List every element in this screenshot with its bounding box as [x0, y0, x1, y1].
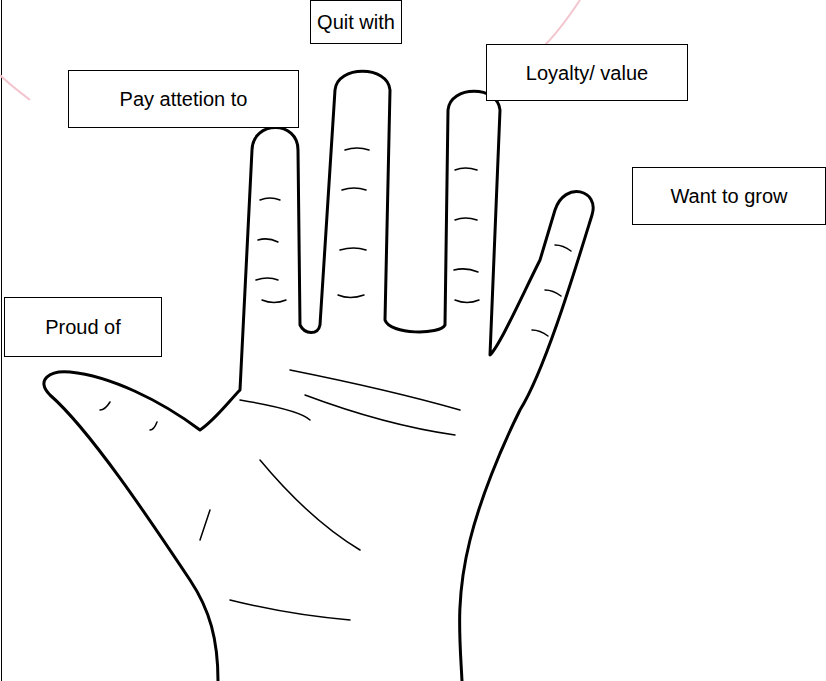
watermark-arc [0, 75, 30, 100]
box-label: Want to grow [670, 184, 787, 208]
hand-outline [44, 71, 593, 681]
box-label: Proud of [45, 315, 121, 339]
watermark-arc [545, 0, 580, 45]
hand-creases [100, 148, 571, 620]
frame-line [1, 0, 2, 681]
box-label: Quit with [317, 10, 395, 34]
box-label: Loyalty/ value [526, 61, 648, 85]
label-box: Quit with [310, 0, 402, 44]
label-box: Proud of [4, 297, 162, 357]
label-box: Pay attetion to [68, 70, 299, 128]
label-box: Loyalty/ value [486, 44, 688, 101]
box-label: Pay attetion to [120, 87, 248, 111]
label-box: Want to grow [632, 167, 826, 225]
